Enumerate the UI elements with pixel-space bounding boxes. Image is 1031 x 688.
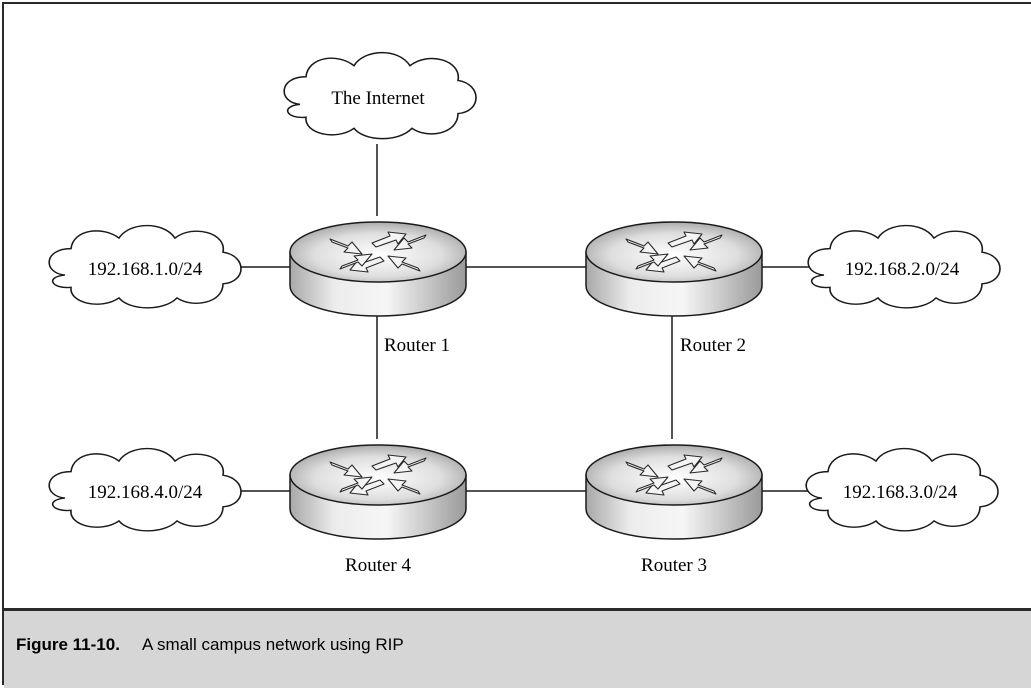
network-cloud-2: 192.168.2.0/24 — [807, 224, 1001, 309]
network-cloud-1: 192.168.1.0/24 — [48, 224, 242, 309]
router-1-icon — [289, 221, 467, 317]
network-1-label: 192.168.1.0/24 — [88, 259, 203, 280]
figure-title: A small campus network using RIP — [141, 635, 404, 654]
router-2-label: Router 2 — [680, 335, 746, 356]
router-3-label: Router 3 — [641, 555, 707, 576]
router-3-icon — [585, 444, 763, 540]
router-1: Router 1 — [289, 221, 467, 356]
network-cloud-3: 192.168.3.0/24 — [805, 447, 999, 532]
router-2-icon — [585, 221, 763, 317]
internet-label: The Internet — [331, 88, 425, 109]
network-3-label: 192.168.3.0/24 — [843, 482, 958, 503]
router-2: Router 2 — [585, 221, 763, 356]
internet-cloud: The Internet — [283, 51, 477, 140]
figure-caption: Figure 11-10. A small campus network usin… — [16, 635, 404, 655]
network-4-label: 192.168.4.0/24 — [88, 482, 203, 503]
network-2-label: 192.168.2.0/24 — [845, 259, 960, 280]
figure-number: Figure 11-10. — [16, 635, 120, 654]
router-3: Router 3 — [585, 444, 763, 576]
caption-bar: Figure 11-10. A small campus network usin… — [4, 608, 1031, 688]
network-cloud-4: 192.168.4.0/24 — [48, 447, 242, 532]
router-4-label: Router 4 — [345, 555, 411, 576]
router-4: Router 4 — [289, 444, 467, 576]
links — [235, 144, 810, 492]
network-diagram: The Internet 192.168.1.0/24 192.168.2.0/… — [48, 51, 1001, 576]
router-1-label: Router 1 — [384, 335, 450, 356]
router-4-icon — [289, 444, 467, 540]
